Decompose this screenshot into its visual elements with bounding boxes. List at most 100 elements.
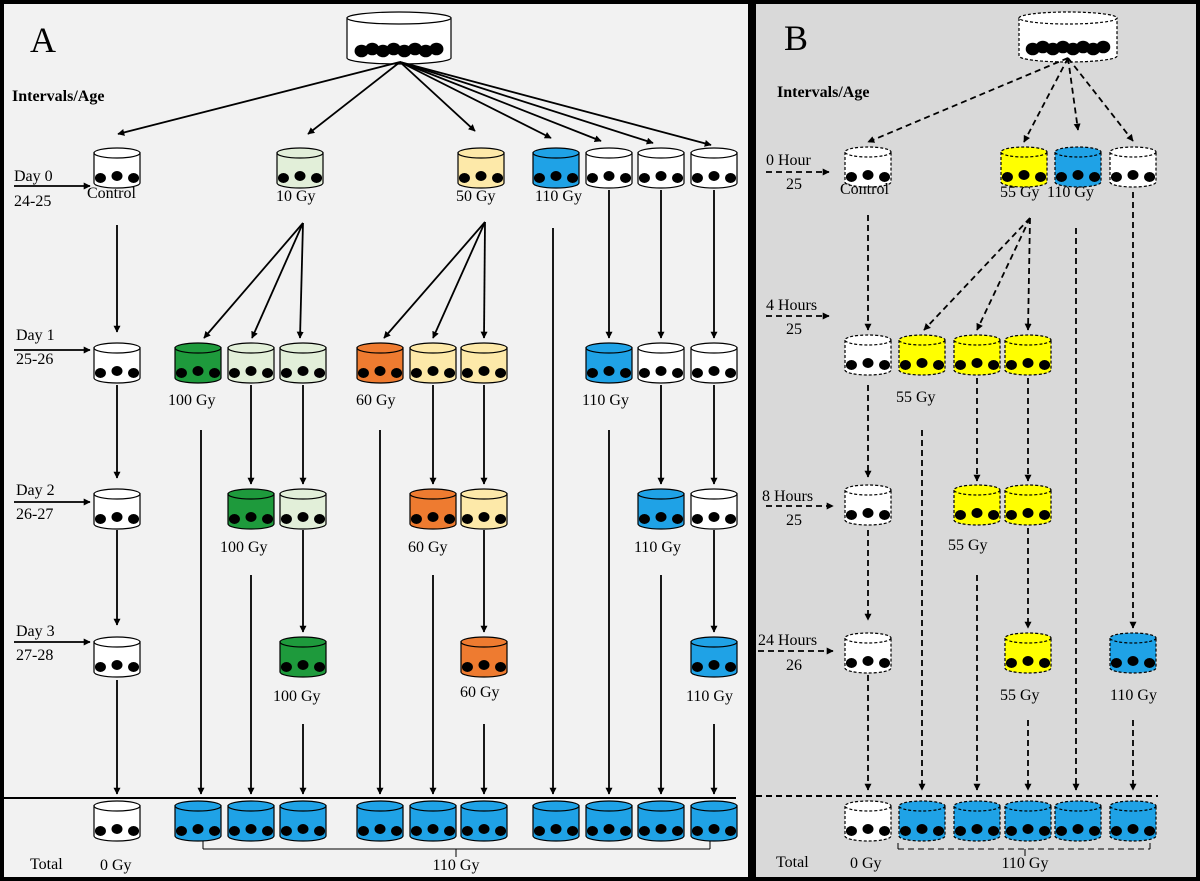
arrow-source-a-0 — [117, 61, 401, 136]
dish-total-110gy-a-6 — [532, 800, 580, 842]
arrow-50gy-c — [480, 221, 488, 339]
arrow-50gy-b — [432, 221, 486, 339]
row-24h-label: 24 Hours — [758, 632, 817, 649]
arrow-source-b-2 — [1067, 57, 1081, 131]
panel-a-frame — [0, 0, 752, 881]
dish-total-110gy-a-0 — [174, 800, 222, 842]
dish-total-110gy-b-4 — [1109, 800, 1157, 842]
label-110gy-0h: 110 Gy — [1047, 184, 1094, 201]
dish-60gy-day1 — [356, 342, 404, 384]
dish-control-24h — [844, 632, 892, 674]
dish-100gy-day2 — [227, 488, 275, 530]
label-control-b: Control — [840, 181, 889, 198]
dish-50gy-day1-a — [409, 342, 457, 384]
label-55gy-24h: 55 Gy — [1000, 687, 1040, 704]
panel-a — [4, 11, 738, 857]
panel-b-total-zero: 0 Gy — [850, 855, 882, 872]
label-10gy: 10 Gy — [276, 188, 316, 205]
label-55gy-8h: 55 Gy — [948, 537, 988, 554]
arrow-10gy-a — [203, 222, 304, 339]
row-day3-age: 27-28 — [16, 647, 53, 664]
arrow-50gy-a — [383, 221, 486, 339]
dish-total-110gy-b-3 — [1054, 800, 1102, 842]
dish-unirr-day0-2 — [637, 147, 685, 189]
dish-10gy-day1-b — [279, 342, 327, 384]
row-day3-label: Day 3 — [16, 623, 55, 640]
dish-unirr-day0-3 — [690, 147, 738, 189]
dish-110gy-0h — [1054, 146, 1102, 188]
label-100gy-day3: 100 Gy — [273, 688, 321, 705]
label-110gy-day2: 110 Gy — [634, 539, 681, 556]
dish-60gy-day2 — [409, 488, 457, 530]
dish-50gy-day2 — [460, 488, 508, 530]
arrow-source-a-1 — [307, 61, 401, 135]
dish-55gy-4h-c — [1004, 334, 1052, 376]
dish-total-110gy-a-8 — [637, 800, 685, 842]
arrow-source-a-2 — [399, 61, 476, 132]
dish-total-control-b — [844, 800, 892, 842]
panel-a-total-zero: 0 Gy — [100, 857, 132, 874]
label-100gy-day1: 100 Gy — [168, 392, 216, 409]
dish-total-110gy-a-5 — [460, 800, 508, 842]
panel-b — [756, 11, 1158, 856]
label-50gy: 50 Gy — [456, 188, 496, 205]
panel-b-total-dose: 110 Gy — [1002, 855, 1049, 872]
label-60gy-day1: 60 Gy — [356, 392, 396, 409]
row-0h-label: 0 Hour — [766, 152, 812, 169]
dish-total-110gy-a-7 — [585, 800, 633, 842]
arrow-source-b-1 — [1023, 57, 1069, 143]
row-day2-label: Day 2 — [16, 482, 55, 499]
arrow-55gy-c — [1024, 217, 1032, 331]
dish-unirr-day0-1 — [585, 147, 633, 189]
dish-unirr-0h — [1109, 146, 1157, 188]
label-60gy-day2: 60 Gy — [408, 539, 448, 556]
row-day2-age: 26-27 — [16, 506, 53, 523]
dish-110gy-day3 — [690, 636, 738, 678]
panel-a-total-dose: 110 Gy — [433, 857, 480, 874]
dish-control-day0 — [93, 147, 141, 189]
row-0h-age: 25 — [786, 176, 802, 193]
panel-b-frame — [752, 0, 1200, 881]
panel-a-total-label: Total — [30, 856, 63, 873]
label-control-a: Control — [87, 185, 136, 202]
arrow-source-b-3 — [1067, 57, 1134, 142]
label-110gy-day0: 110 Gy — [535, 188, 582, 205]
row-24h-age: 26 — [786, 657, 802, 674]
dish-55gy-4h-a — [898, 334, 946, 376]
label-55gy-0h: 55 Gy — [1000, 184, 1040, 201]
arrow-10gy-b — [251, 222, 304, 339]
source-dish-b — [1018, 11, 1118, 63]
dish-10gy-day2 — [279, 488, 327, 530]
label-100gy-day2: 100 Gy — [220, 539, 268, 556]
row-4h-age: 25 — [786, 321, 802, 338]
dish-100gy-day3 — [279, 636, 327, 678]
row-day1-age: 25-26 — [16, 351, 53, 368]
dish-total-110gy-b-0 — [898, 800, 946, 842]
dish-total-110gy-a-1 — [227, 800, 275, 842]
dish-control-0h — [844, 146, 892, 188]
dish-60gy-day3 — [460, 636, 508, 678]
dish-total-110gy-a-2 — [279, 800, 327, 842]
dish-100gy-day1 — [174, 342, 222, 384]
source-dish-a — [346, 11, 452, 65]
dish-control-day3 — [93, 636, 141, 678]
dish-55gy-8h-a — [953, 484, 1001, 526]
dish-110gy-day1 — [585, 342, 633, 384]
arrow-55gy-a — [923, 217, 1031, 331]
row-day1-label: Day 1 — [16, 327, 55, 344]
dish-unirr-day1-a — [637, 342, 685, 384]
arrow-source-a-4 — [399, 61, 602, 142]
dish-55gy-8h-b — [1004, 484, 1052, 526]
panel-b-intervals-label: Intervals/Age — [777, 84, 869, 101]
dish-control-4h — [844, 334, 892, 376]
dish-control-day2 — [93, 488, 141, 530]
panel-b-total-label: Total — [776, 854, 809, 871]
row-day0-age: 24-25 — [14, 193, 51, 210]
row-day0-label: Day 0 — [14, 168, 53, 185]
dish-total-control-a — [93, 800, 141, 842]
label-110gy-day3: 110 Gy — [686, 688, 733, 705]
arrow-source-a-3 — [399, 61, 552, 139]
dish-110gy-day2 — [637, 488, 685, 530]
dish-50gy-day1-b — [460, 342, 508, 384]
dish-unirr-day2 — [690, 488, 738, 530]
